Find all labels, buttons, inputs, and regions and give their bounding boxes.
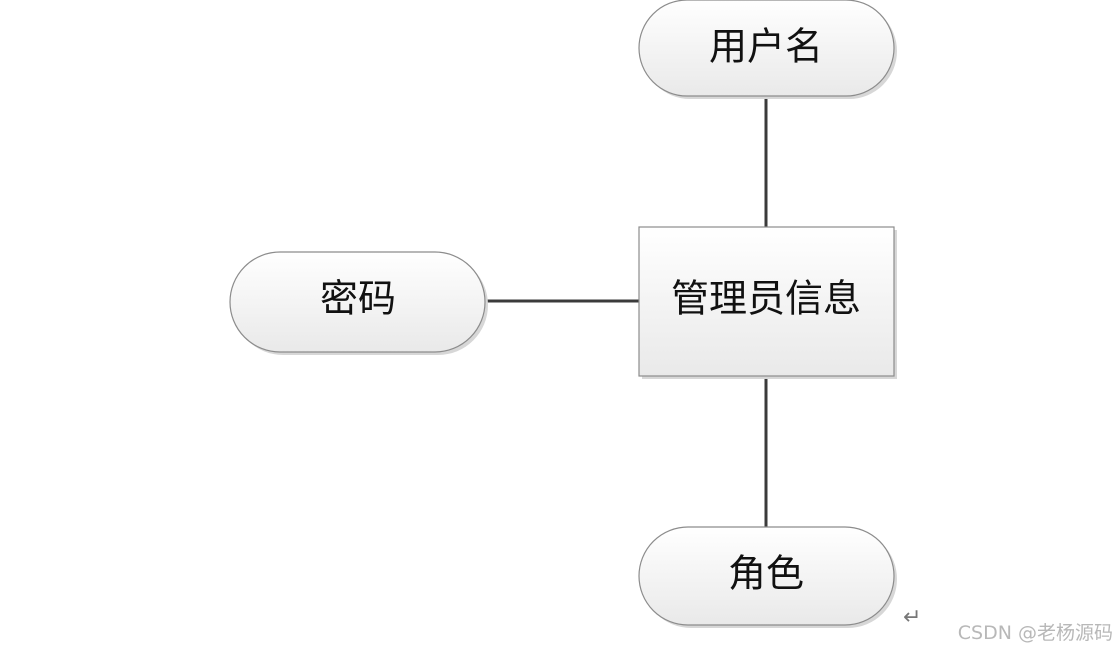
entity-admin-info-label: 管理员信息 xyxy=(671,277,861,321)
attribute-role: 角色 xyxy=(638,526,897,628)
watermark: CSDN @老杨源码 xyxy=(957,622,1113,644)
attribute-password: 密码 xyxy=(229,251,488,355)
attribute-username-label: 用户名 xyxy=(709,25,823,69)
attribute-password-label: 密码 xyxy=(320,277,396,321)
entity-admin-info: 管理员信息 xyxy=(638,226,897,379)
return-symbol: ↵ xyxy=(903,605,922,630)
attribute-role-label: 角色 xyxy=(728,552,804,596)
attribute-username: 用户名 xyxy=(638,0,897,99)
